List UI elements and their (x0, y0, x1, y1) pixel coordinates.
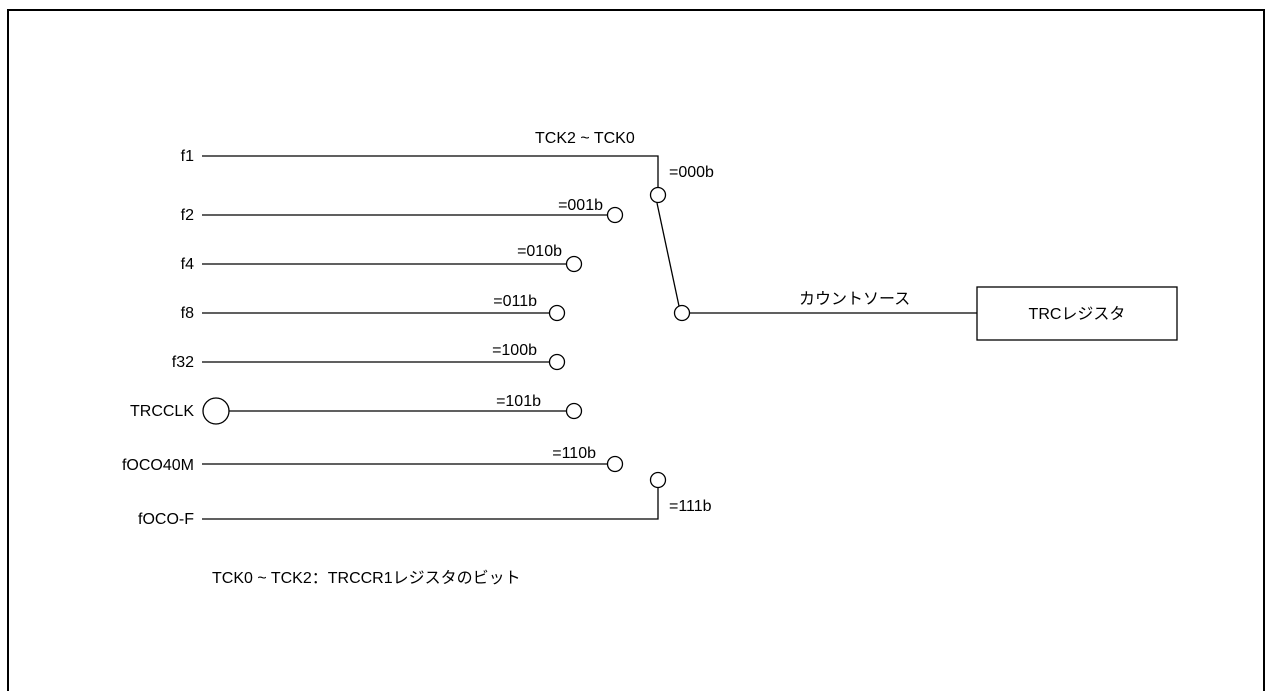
input-f1: f1 =000b (181, 148, 714, 204)
input-name-f32: f32 (172, 354, 194, 371)
input-f2: f2 =001b (181, 197, 624, 224)
contact-001b (606, 206, 624, 224)
contact-000b (649, 186, 667, 204)
switch-arm (656, 202, 680, 307)
code-001b: =001b (558, 197, 603, 214)
bit-note: TCK0 ~ TCK2：TRCCR1レジスタのビット (212, 569, 521, 587)
contact-011b (548, 304, 566, 322)
input-trcclk: TRCCLK =101b (130, 393, 583, 425)
contact-101b (565, 402, 583, 420)
selector-bits-label: TCK2 ~ TCK0 (535, 130, 635, 147)
code-101b: =101b (496, 393, 541, 410)
input-name-foco40m: fOCO40M (122, 457, 194, 474)
wire-f1 (202, 155, 659, 187)
count-source-label: カウントソース (799, 290, 910, 308)
input-f8: f8 =011b (181, 293, 566, 322)
switch-pivot (673, 304, 691, 322)
input-f32: f32 =100b (172, 342, 566, 371)
trc-register-box (976, 286, 1178, 341)
code-100b: =100b (492, 342, 537, 359)
contact-110b (606, 455, 624, 473)
figure-frame (7, 9, 1265, 691)
code-011b: =011b (493, 293, 537, 310)
trcclk-pin (202, 397, 230, 425)
contact-010b (565, 255, 583, 273)
code-111b: =111b (669, 498, 712, 515)
input-name-f8: f8 (181, 305, 194, 322)
input-name-f4: f4 (181, 256, 194, 273)
code-000b: =000b (669, 164, 714, 181)
code-110b: =110b (552, 445, 596, 462)
code-010b: =010b (517, 243, 562, 260)
input-name-f1: f1 (181, 148, 194, 165)
trc-register-label: TRCレジスタ (1029, 305, 1126, 323)
contact-111b (649, 471, 667, 489)
input-foco-f: fOCO-F =111b (138, 471, 712, 528)
input-name-f2: f2 (181, 207, 194, 224)
input-f4: f4 =010b (181, 243, 583, 273)
input-foco40m: fOCO40M =110b (122, 445, 624, 474)
wire-foco-f (202, 488, 659, 520)
contact-100b (548, 353, 566, 371)
input-name-trcclk: TRCCLK (130, 403, 194, 420)
input-name-foco-f: fOCO-F (138, 511, 194, 528)
